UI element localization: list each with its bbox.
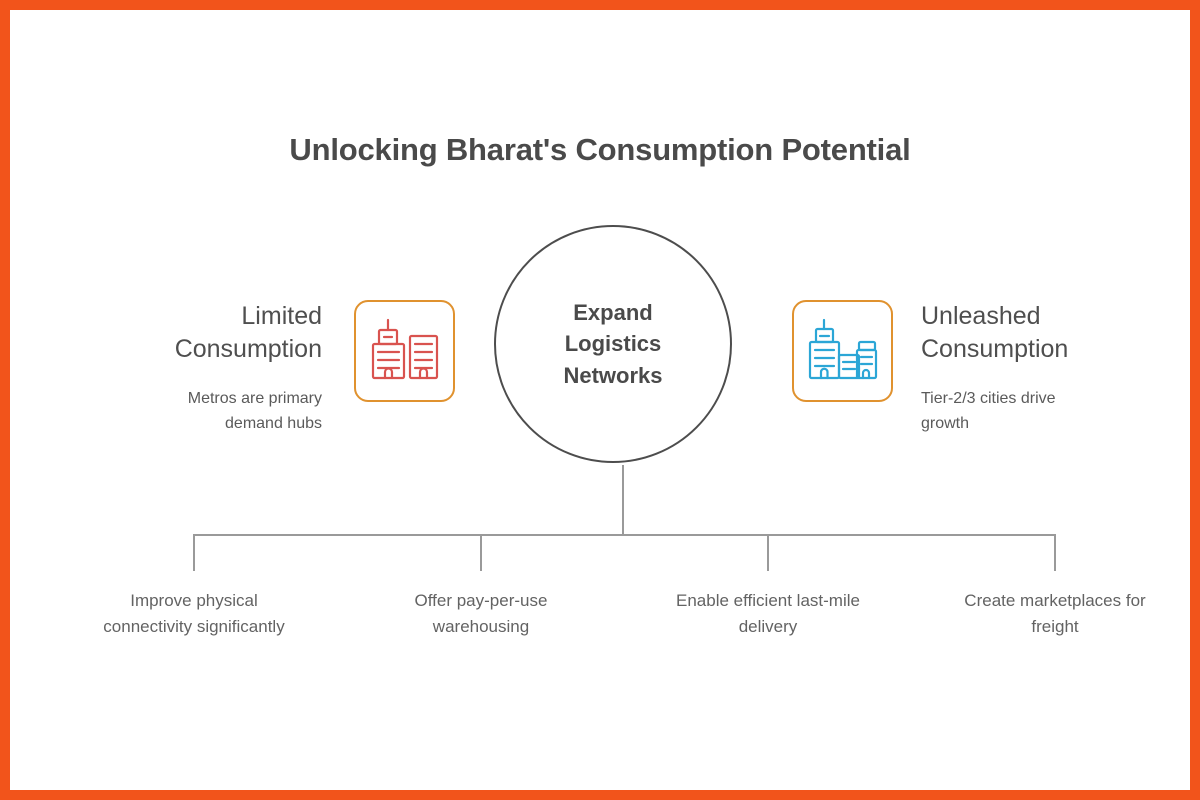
center-circle-node: Expand Logistics Networks: [494, 225, 732, 463]
left-consumption-block: Limited Consumption Metros are primary d…: [122, 300, 322, 437]
page-title: Unlocking Bharat's Consumption Potential: [289, 132, 911, 167]
right-heading: Unleashed Consumption: [921, 302, 1069, 363]
connector-drop: [1054, 534, 1056, 571]
branch-label: Create marketplaces for freight: [964, 591, 1146, 636]
branch-label: Enable efficient last-mile delivery: [676, 591, 860, 636]
center-circle-label: Expand Logistics Networks: [563, 300, 663, 388]
connector-horizontal-bar: [193, 534, 1054, 536]
branch-label: Offer pay-per-use warehousing: [414, 591, 548, 636]
city-skyline-icon: [807, 318, 879, 385]
right-icon-box: [792, 300, 893, 402]
right-subtext: Tier-2/3 cities drive growth: [921, 390, 1056, 432]
left-heading: Limited Consumption: [174, 302, 322, 363]
left-subtext: Metros are primary demand hubs: [187, 390, 322, 432]
two-buildings-icon: [370, 318, 440, 385]
connector-drop: [480, 534, 482, 571]
connector-drop: [193, 534, 195, 571]
infographic-canvas: Unlocking Bharat's Consumption Potential…: [10, 10, 1190, 790]
branch-label: Improve physical connectivity significan…: [103, 591, 285, 636]
right-consumption-block: Unleashed Consumption Tier-2/3 cities dr…: [921, 300, 1121, 437]
connector-drop: [767, 534, 769, 571]
left-icon-box: [354, 300, 455, 402]
connector-stem: [622, 465, 624, 535]
